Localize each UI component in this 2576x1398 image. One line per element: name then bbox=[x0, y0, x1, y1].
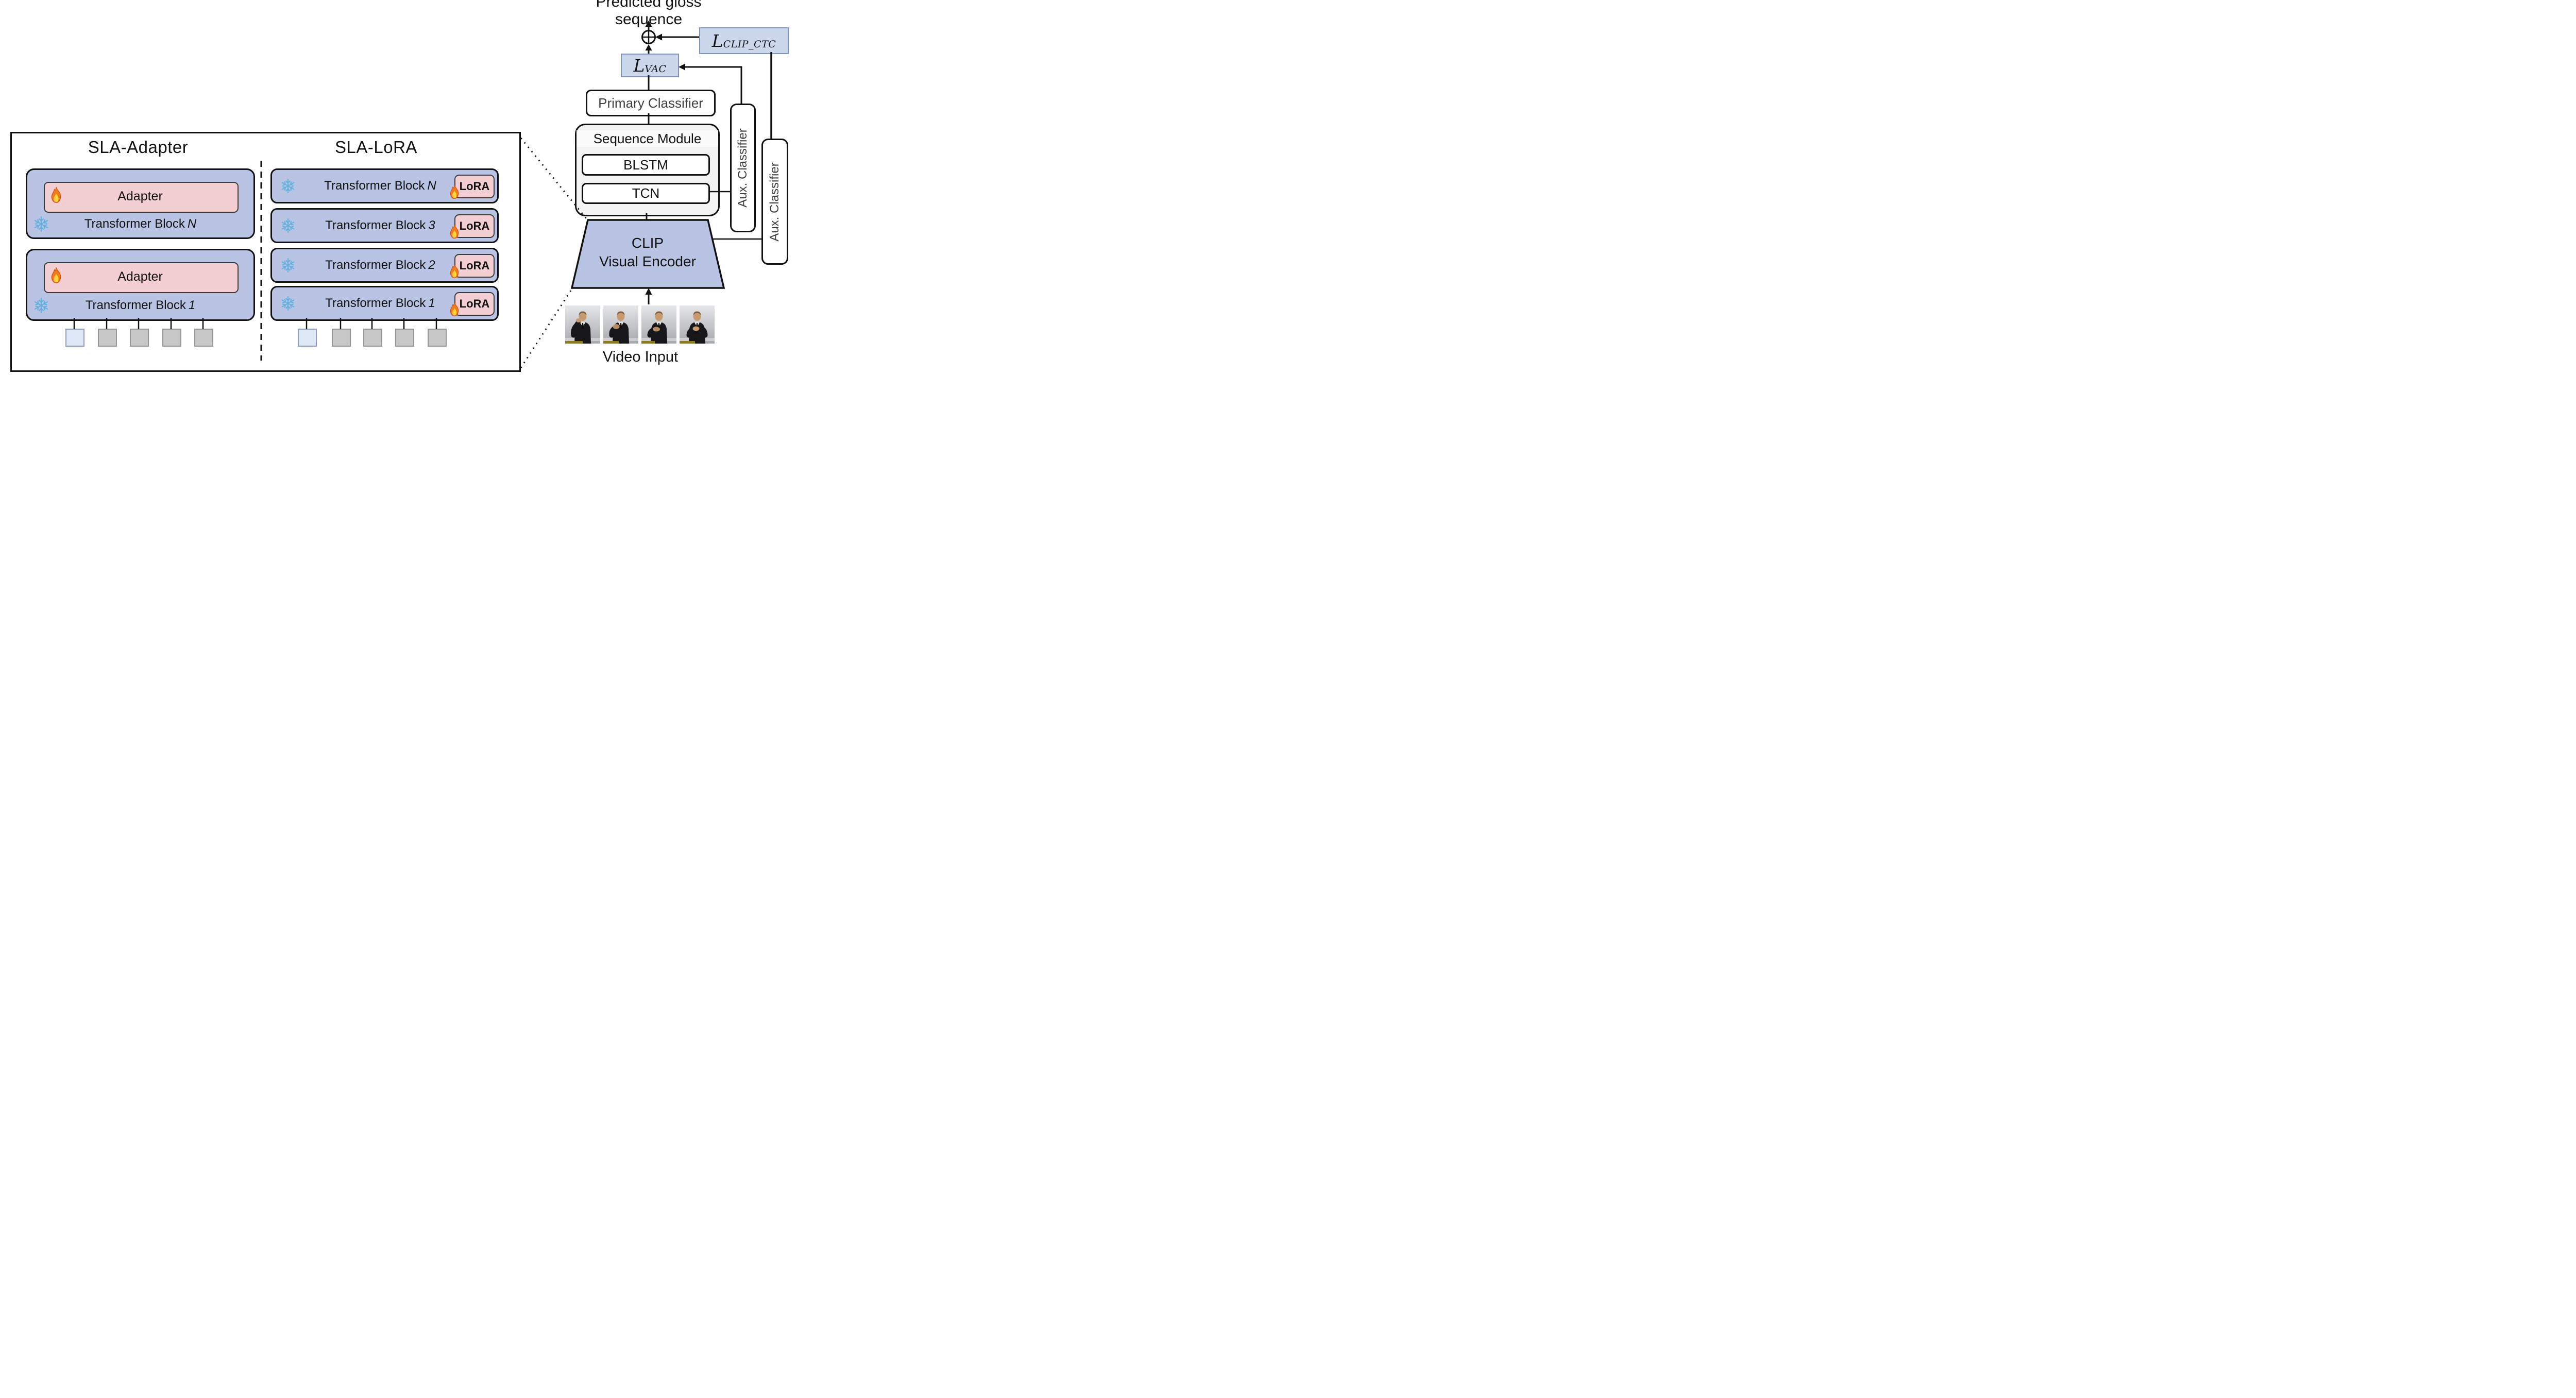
input-token bbox=[428, 329, 447, 347]
fire-icon bbox=[49, 267, 63, 284]
aux-classifier-1-label: Aux. Classifier bbox=[736, 128, 750, 208]
snowflake-icon bbox=[33, 216, 49, 232]
input-token bbox=[395, 329, 414, 347]
sequence-module-title: Sequence Module bbox=[577, 130, 718, 147]
sla-adapter-title: SLA-Adapter bbox=[88, 138, 189, 157]
video-frame-4 bbox=[680, 305, 715, 344]
adapter-label: Adapter bbox=[117, 189, 163, 203]
snowflake-icon bbox=[33, 297, 49, 314]
input-token bbox=[363, 329, 382, 347]
input-token bbox=[194, 329, 213, 347]
arrow-left-into-vac-icon bbox=[679, 63, 685, 71]
lora-box: LoRA bbox=[454, 175, 495, 198]
adapter-box bbox=[44, 182, 239, 213]
snowflake-icon bbox=[280, 218, 296, 236]
arrow-left-ctc-icon bbox=[655, 33, 662, 41]
loss-clip-ctc-base: L bbox=[711, 30, 723, 51]
video-frame-1 bbox=[565, 305, 600, 344]
input-token bbox=[98, 329, 117, 347]
aux-classifier-2-label: Aux. Classifier bbox=[768, 162, 782, 242]
snowflake-icon bbox=[280, 178, 296, 196]
loss-vac-sub: VAC bbox=[645, 63, 667, 75]
arrow-up-vac-icon bbox=[645, 44, 652, 50]
lora-box: LoRA bbox=[454, 292, 495, 316]
loss-vac-base: L bbox=[633, 55, 645, 76]
clip-encoder-label-line2: Visual Encoder bbox=[599, 253, 696, 269]
sum-plus-circle-icon bbox=[641, 30, 656, 44]
primary-classifier-box: Primary Classifier bbox=[586, 90, 716, 116]
predicted-gloss-label: Predicted gloss sequence bbox=[596, 0, 702, 28]
adapter-label: Adapter bbox=[117, 269, 163, 284]
arrow-up-video-icon bbox=[645, 288, 652, 295]
blstm-box: BLSTM bbox=[582, 154, 710, 176]
clip-encoder-label-line1: CLIP bbox=[631, 235, 664, 251]
loss-clip-ctc-sub: CLIP_CTC bbox=[723, 39, 776, 50]
input-token-cls bbox=[65, 329, 84, 347]
video-input-label: Video Input bbox=[602, 348, 679, 365]
input-token-cls bbox=[298, 329, 317, 347]
fire-icon bbox=[448, 264, 461, 282]
fire-icon bbox=[49, 186, 63, 204]
figure-canvas: SLA-Adapter SLA-LoRA Adapter Transformer… bbox=[0, 0, 791, 374]
adapter-box bbox=[44, 262, 239, 293]
input-token bbox=[332, 329, 351, 347]
video-frame-2 bbox=[603, 305, 638, 344]
fire-icon bbox=[448, 224, 461, 242]
lora-box: LoRA bbox=[454, 254, 495, 278]
aux-classifier-1-box: Aux. Classifier bbox=[730, 104, 756, 232]
sla-lora-title: SLA-LoRA bbox=[335, 138, 417, 157]
snowflake-icon bbox=[280, 296, 296, 314]
aux-classifier-2-box: Aux. Classifier bbox=[761, 139, 788, 265]
lora-box: LoRA bbox=[454, 214, 495, 238]
input-token bbox=[162, 329, 181, 347]
fire-icon bbox=[448, 184, 461, 202]
video-frame-3 bbox=[641, 305, 676, 344]
snowflake-icon bbox=[280, 258, 296, 276]
sequence-module-box: Sequence Module BLSTM TCN bbox=[575, 124, 720, 216]
tcn-box: TCN bbox=[582, 183, 710, 204]
input-token bbox=[130, 329, 149, 347]
fire-icon bbox=[448, 302, 461, 320]
